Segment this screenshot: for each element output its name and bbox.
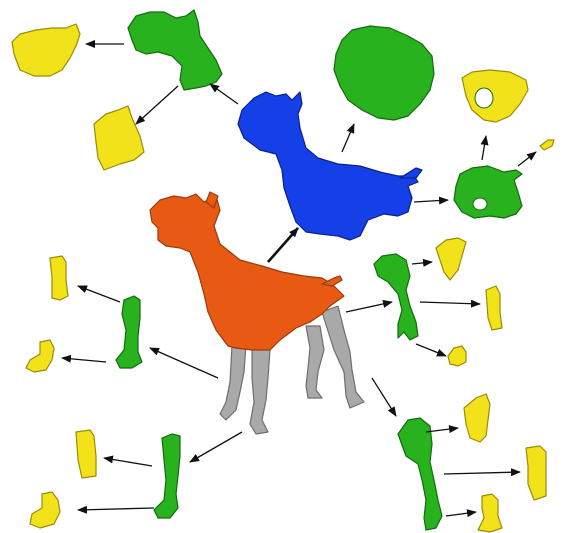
- rear-right-paw-yellow: [448, 346, 466, 366]
- front-right-paw-yellow: [30, 492, 60, 528]
- rear-left-paw-yellow: [478, 494, 502, 532]
- arrow-root-to-rear-right-leg: [346, 302, 392, 312]
- tail-yellow: [540, 140, 554, 150]
- hip-ring-yellow: [462, 70, 528, 122]
- front-left-paw-yellow: [26, 340, 54, 372]
- rear-right-leg-green: [374, 254, 418, 340]
- arrow-root-to-rear-left-leg: [372, 378, 396, 416]
- rear-right-thigh-yellow: [436, 238, 466, 280]
- arrow-rr-leg-to-thigh: [412, 262, 432, 264]
- arrow-root-to-front-right-leg: [190, 432, 242, 462]
- front-left-upper-yellow: [50, 256, 68, 300]
- head-green: [128, 10, 222, 90]
- arrow-rl-leg-to-shin: [444, 472, 520, 474]
- arrow-torso-to-hip: [414, 200, 448, 202]
- neck-yellow: [94, 106, 144, 170]
- hip-green: [454, 166, 522, 218]
- front-right-leg-green: [154, 434, 180, 518]
- arrow-fr-leg-to-upper: [104, 458, 152, 466]
- rear-right-shin-yellow: [486, 286, 502, 330]
- arrow-torso-to-chest: [342, 124, 354, 152]
- arrow-rr-leg-to-shin: [420, 302, 480, 304]
- arrow-torso-to-head: [210, 84, 238, 104]
- arrow-rr-leg-to-paw: [416, 344, 446, 356]
- arrow-fl-leg-to-paw: [62, 358, 106, 362]
- arrow-fr-leg-to-paw: [78, 508, 154, 510]
- arrow-root-to-front-left-leg: [150, 348, 218, 378]
- chest-green: [334, 26, 434, 120]
- arrow-hip-to-ring: [482, 136, 486, 160]
- rear-left-leg-green: [398, 418, 442, 530]
- arrow-root-to-torso: [268, 228, 298, 262]
- arrow-hip-to-tail: [518, 152, 536, 166]
- rear-left-thigh-yellow: [464, 394, 490, 442]
- arrow-head-to-neck: [136, 86, 178, 124]
- front-right-upper-yellow: [76, 430, 96, 478]
- front-left-leg-green: [116, 296, 142, 368]
- snout-yellow: [12, 24, 80, 76]
- arrow-fl-leg-to-upper: [78, 286, 120, 302]
- arrow-rl-leg-to-paw: [446, 512, 476, 516]
- rear-left-shin-yellow: [526, 446, 546, 500]
